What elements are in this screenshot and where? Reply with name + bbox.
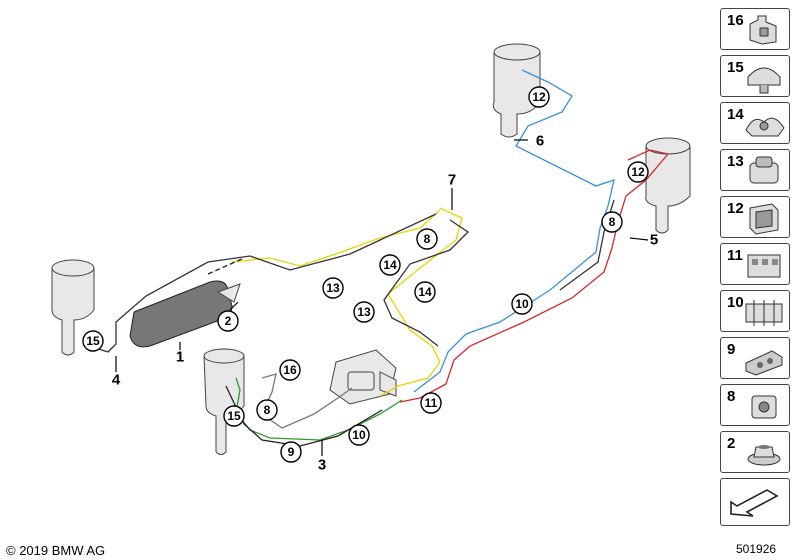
svg-text:14: 14: [383, 258, 397, 272]
label-7: 7: [448, 172, 456, 189]
blue-line: [413, 69, 615, 393]
legend-item-12[interactable]: 12: [720, 196, 790, 238]
diagram-id: 501926: [736, 542, 777, 556]
clip-icon: [749, 15, 777, 45]
arrow-icon[interactable]: [727, 482, 785, 522]
red-line: [399, 149, 670, 403]
svg-text:13: 13: [357, 305, 371, 319]
air-spring-front-left: [203, 348, 245, 455]
legend-number: 11: [727, 247, 743, 264]
legend-number: 2: [727, 435, 736, 452]
callout-16[interactable]: 16: [279, 359, 301, 381]
svg-text:12: 12: [631, 165, 645, 179]
clip-icon: [751, 395, 777, 419]
callouts: 12 12 8 8 14 14 13 13 2 15 15 16 8 9 10 …: [82, 86, 649, 463]
label-1: 1: [176, 349, 184, 366]
label-5: 5: [650, 232, 658, 249]
svg-text:11: 11: [425, 396, 438, 410]
legend-item-8[interactable]: 8: [720, 384, 790, 426]
nut-icon: [747, 445, 781, 466]
svg-text:10: 10: [515, 297, 529, 311]
legend-item-9[interactable]: 9: [720, 337, 790, 379]
legend-number: 16: [727, 12, 744, 29]
callout-14-upper[interactable]: 14: [379, 254, 401, 276]
callout-10-left[interactable]: 10: [348, 424, 370, 446]
legend-item-11[interactable]: 11: [720, 243, 790, 285]
air-lines: [95, 69, 670, 447]
callout-12-front[interactable]: 12: [627, 161, 649, 183]
legend-item-15[interactable]: 15: [720, 55, 790, 97]
svg-text:8: 8: [609, 215, 616, 229]
green-line: [235, 377, 403, 441]
clip-icon: [745, 350, 783, 376]
callout-8-right[interactable]: 8: [601, 211, 623, 233]
callout-13-upper[interactable]: 13: [322, 277, 344, 299]
legend-number: 15: [727, 59, 744, 76]
clip-icon: [749, 203, 779, 235]
legend-item-13[interactable]: 13: [720, 149, 790, 191]
dashed-link: [207, 257, 245, 275]
legend-number: 13: [727, 153, 744, 170]
legend-number: 12: [727, 200, 744, 217]
legend-number: 9: [727, 341, 736, 358]
compressor-unit: [329, 349, 397, 405]
leader-lines: [115, 139, 649, 456]
callout-12-rear[interactable]: 12: [528, 86, 550, 108]
svg-text:14: 14: [418, 285, 432, 299]
legend-number: 10: [727, 294, 744, 311]
navigation-tile[interactable]: [720, 478, 790, 526]
svg-text:16: 16: [283, 363, 297, 377]
label-6: 6: [536, 133, 544, 150]
callout-15-rear[interactable]: 15: [82, 330, 104, 352]
callout-8-center[interactable]: 8: [416, 228, 438, 250]
label-3: 3: [318, 457, 326, 474]
clip-icon: [745, 117, 785, 137]
svg-text:10: 10: [352, 428, 366, 442]
pressure-accumulator: [129, 280, 241, 348]
svg-text:12: 12: [532, 90, 546, 104]
legend-number: 8: [727, 388, 736, 405]
callout-8-left[interactable]: 8: [256, 399, 278, 421]
svg-text:15: 15: [86, 334, 100, 348]
legend-number: 14: [727, 106, 744, 123]
callout-10-right[interactable]: 10: [511, 293, 533, 315]
clip-icon: [747, 67, 781, 94]
callout-14-lower[interactable]: 14: [414, 281, 436, 303]
callout-9[interactable]: 9: [280, 441, 302, 463]
legend-item-16[interactable]: 16: [720, 8, 790, 50]
callout-13-lower[interactable]: 13: [353, 301, 375, 323]
air-spring-rear-right: [492, 43, 541, 138]
callout-2[interactable]: 2: [217, 310, 239, 332]
dark-line-2: [95, 213, 437, 353]
clip-icon: [745, 300, 783, 326]
clip-icon: [749, 156, 779, 184]
parts-legend: 16 15 14 13 12 11 10 9 8 2: [720, 8, 792, 531]
part-labels: 7 6 5 1 4 3: [112, 133, 658, 474]
svg-text:13: 13: [326, 281, 340, 295]
legend-item-14[interactable]: 14: [720, 102, 790, 144]
svg-text:8: 8: [424, 232, 431, 246]
clip-icon: [747, 254, 781, 278]
yellow-line: [379, 207, 463, 397]
svg-text:15: 15: [227, 409, 241, 423]
legend-item-2[interactable]: 2: [720, 431, 790, 473]
legend-item-10[interactable]: 10: [720, 290, 790, 332]
air-spring-rear-left: [51, 259, 95, 356]
label-4: 4: [112, 372, 121, 389]
copyright-text: © 2019 BMW AG: [6, 543, 106, 558]
yellow-line-2: [231, 209, 441, 267]
air-spring-front-right: [645, 137, 691, 234]
callout-15-front[interactable]: 15: [223, 405, 245, 427]
svg-text:9: 9: [288, 445, 295, 459]
dark-line: [383, 219, 470, 347]
callout-11[interactable]: 11: [420, 392, 442, 414]
svg-text:2: 2: [225, 314, 232, 328]
grey-line: [261, 373, 353, 429]
svg-text:8: 8: [264, 403, 271, 417]
